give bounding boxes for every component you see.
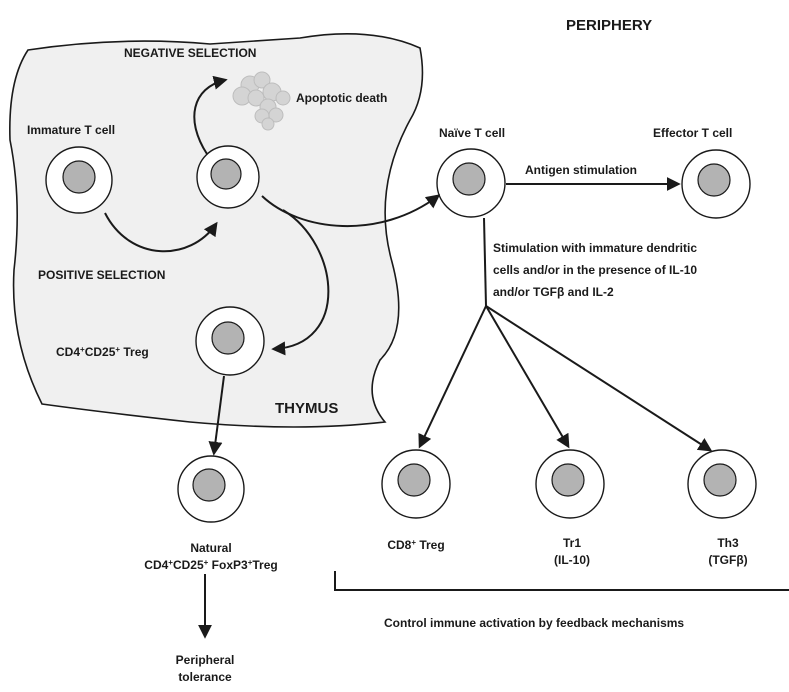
label-antigen-stimulation: Antigen stimulation [525,163,637,177]
arrow-negative-selection [193,75,228,155]
arrow-to-cd8 [418,305,487,449]
region-label-thymus: THYMUS [275,400,338,417]
cell-immature [45,146,113,214]
label-th3: Th3 [717,536,739,550]
label-control-feedback: Control immune activation by feedback me… [384,616,684,630]
label-peripheral: Peripheral [176,653,235,667]
cell-naive [436,148,506,218]
label-natural-treg-line1: Natural [190,541,231,555]
label-tolerance: tolerance [178,670,232,684]
line-stimulation [483,217,487,307]
label-th3-sub: (TGFβ) [708,553,747,567]
label-naive-t-cell: Naïve T cell [439,126,505,140]
cell-thymic-treg [195,306,265,376]
feedback-bracket [334,571,789,591]
label-thymic-treg: CD4+CD25+ Treg [56,345,149,360]
cell-tr1 [535,449,605,519]
negative-selection-label: NEGATIVE SELECTION [124,46,256,60]
label-tr1-sub: (IL-10) [554,553,590,567]
label-immature-t-cell: Immature T cell [27,123,115,137]
label-stimulation-line1: Stimulation with immature dendritic [493,241,697,255]
arrow-to-naive [261,194,441,228]
apoptotic-blobs-icon [232,71,291,131]
region-label-periphery: PERIPHERY [566,17,652,34]
arrow-to-th3 [485,305,713,452]
arrow-to-tr1 [485,305,570,449]
cell-effector [681,149,751,219]
label-stimulation-line2: cells and/or in the presence of IL-10 [493,263,697,277]
apoptotic-death-label: Apoptotic death [296,91,387,105]
cell-natural-treg [177,455,245,523]
label-effector-t-cell: Effector T cell [653,126,732,140]
label-natural-treg-line2: CD4+CD25+ FoxP3+Treg [144,558,277,573]
label-tr1: Tr1 [563,536,581,550]
arrow-to-natural-treg [208,375,225,456]
arrow-positive-selection [104,212,218,253]
cell-cd8-treg [381,449,451,519]
arrow-to-thymic-treg [271,209,330,356]
cell-thymus-selecting [196,145,260,209]
label-stimulation-line3: and/or TGFβ and IL-2 [493,285,614,299]
positive-selection-label: POSITIVE SELECTION [38,268,165,282]
label-cd8-treg: CD8+ Treg [387,538,444,553]
cell-th3 [687,449,757,519]
